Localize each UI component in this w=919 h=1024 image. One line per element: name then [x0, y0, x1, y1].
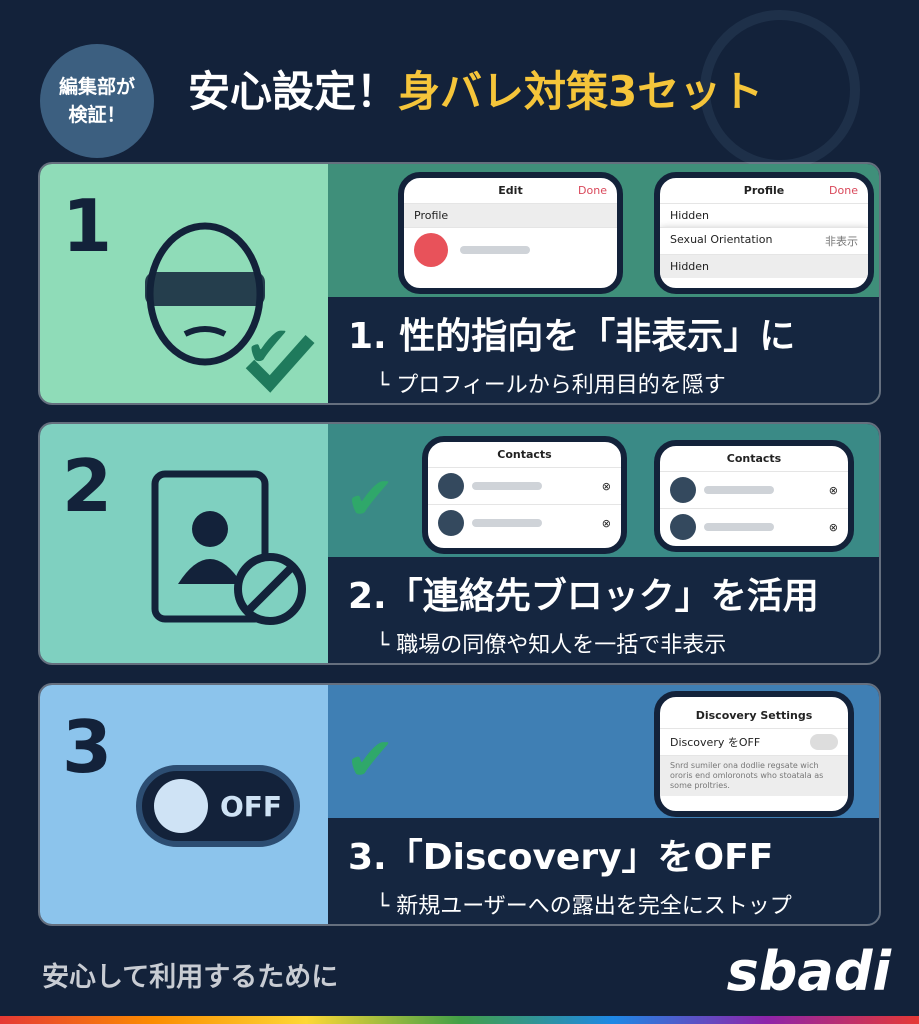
check-icon: ✔	[245, 315, 292, 380]
done-button[interactable]: Done	[829, 184, 858, 197]
contact-book-block-icon	[151, 470, 306, 625]
toggle-label: OFF	[220, 789, 283, 823]
step-heading: 2.「連絡先ブロック」を活用	[348, 576, 819, 617]
phone-discovery: Discovery Settings Discovery をOFF Snrd s…	[654, 691, 854, 817]
step-number: 3	[62, 705, 113, 789]
phone-title: Discovery Settings	[695, 709, 813, 722]
rainbow-bar	[0, 1016, 919, 1024]
step-heading: 3.「Discovery」をOFF	[348, 837, 774, 878]
caption: 2.「連絡先ブロック」を活用 └ 職場の同僚や知人を一括で非表示	[328, 557, 879, 663]
row-value: 非表示	[825, 235, 858, 248]
check-icon: ✔	[345, 725, 396, 795]
step-heading: 1. 性的指向を「非表示」に	[348, 316, 796, 357]
card-3: 3 OFF ✔ Discovery Settings Discovery をOF…	[38, 683, 881, 926]
card-2: 2 ✔ Contacts ⊗ ⊗ Contacts ⊗ ⊗ 2.「連絡先ブロック…	[38, 422, 881, 665]
hidden-row: Hidden	[660, 254, 868, 278]
check-icon: ✔	[345, 464, 396, 534]
remove-icon[interactable]: ⊗	[601, 516, 611, 530]
editor-verified-badge: 編集部が検証！	[40, 44, 154, 158]
phone-title: Profile	[743, 184, 785, 197]
hidden-row[interactable]: Hidden	[660, 203, 868, 227]
phone-title: Edit	[498, 184, 523, 197]
step-subtext: └ 新規ユーザーへの露出を完全にストップ	[376, 894, 792, 919]
step-subtext: └ プロフィールから利用目的を隠す	[376, 373, 726, 398]
sexual-orientation-row[interactable]: Sexual Orientation 非表示	[660, 227, 868, 254]
phone-edit: Edit Done Profile	[398, 172, 623, 294]
done-button[interactable]: Done	[578, 184, 607, 197]
discovery-row-label: Discovery をOFF	[670, 736, 761, 749]
remove-icon[interactable]: ⊗	[828, 520, 838, 534]
avatar	[414, 233, 448, 267]
caption: 3.「Discovery」をOFF └ 新規ユーザーへの露出を完全にストップ	[328, 818, 879, 924]
footer-text: 安心して利用するために	[42, 962, 339, 993]
step-number: 2	[62, 444, 113, 528]
blindfold-face-icon	[145, 222, 315, 393]
step-subtext: └ 職場の同僚や知人を一括で非表示	[376, 633, 727, 658]
phone-title: Contacts	[726, 452, 782, 465]
caption: 1. 性的指向を「非表示」に └ プロフィールから利用目的を隠す	[328, 297, 879, 403]
phone-profile: Profile Done Hidden Sexual Orientation 非表示…	[654, 172, 874, 294]
step-number: 1	[62, 184, 113, 268]
toggle-off-icon: OFF	[136, 765, 300, 847]
remove-icon[interactable]: ⊗	[828, 483, 838, 497]
discovery-note: Snrd sumiler ona dodlie regsate wich oro…	[660, 755, 848, 796]
phone-title: Contacts	[497, 448, 552, 461]
phone-contacts-2: Contacts ⊗ ⊗	[654, 440, 854, 552]
remove-icon[interactable]: ⊗	[601, 479, 611, 493]
title-white: 安心設定！	[188, 67, 399, 116]
page-title: 安心設定！身バレ対策3セット	[188, 58, 763, 119]
discovery-toggle[interactable]	[810, 734, 838, 750]
card-1: 1 Edit Done Profile Profile Done Hidden Se…	[38, 162, 881, 405]
phone-contacts-1: Contacts ⊗ ⊗	[422, 436, 627, 554]
title-yellow: 身バレ対策3セット	[398, 67, 764, 116]
brand-logo: sbadi	[726, 940, 891, 1003]
profile-section: Profile	[404, 203, 617, 227]
row-label: Sexual Orientation	[670, 233, 773, 246]
